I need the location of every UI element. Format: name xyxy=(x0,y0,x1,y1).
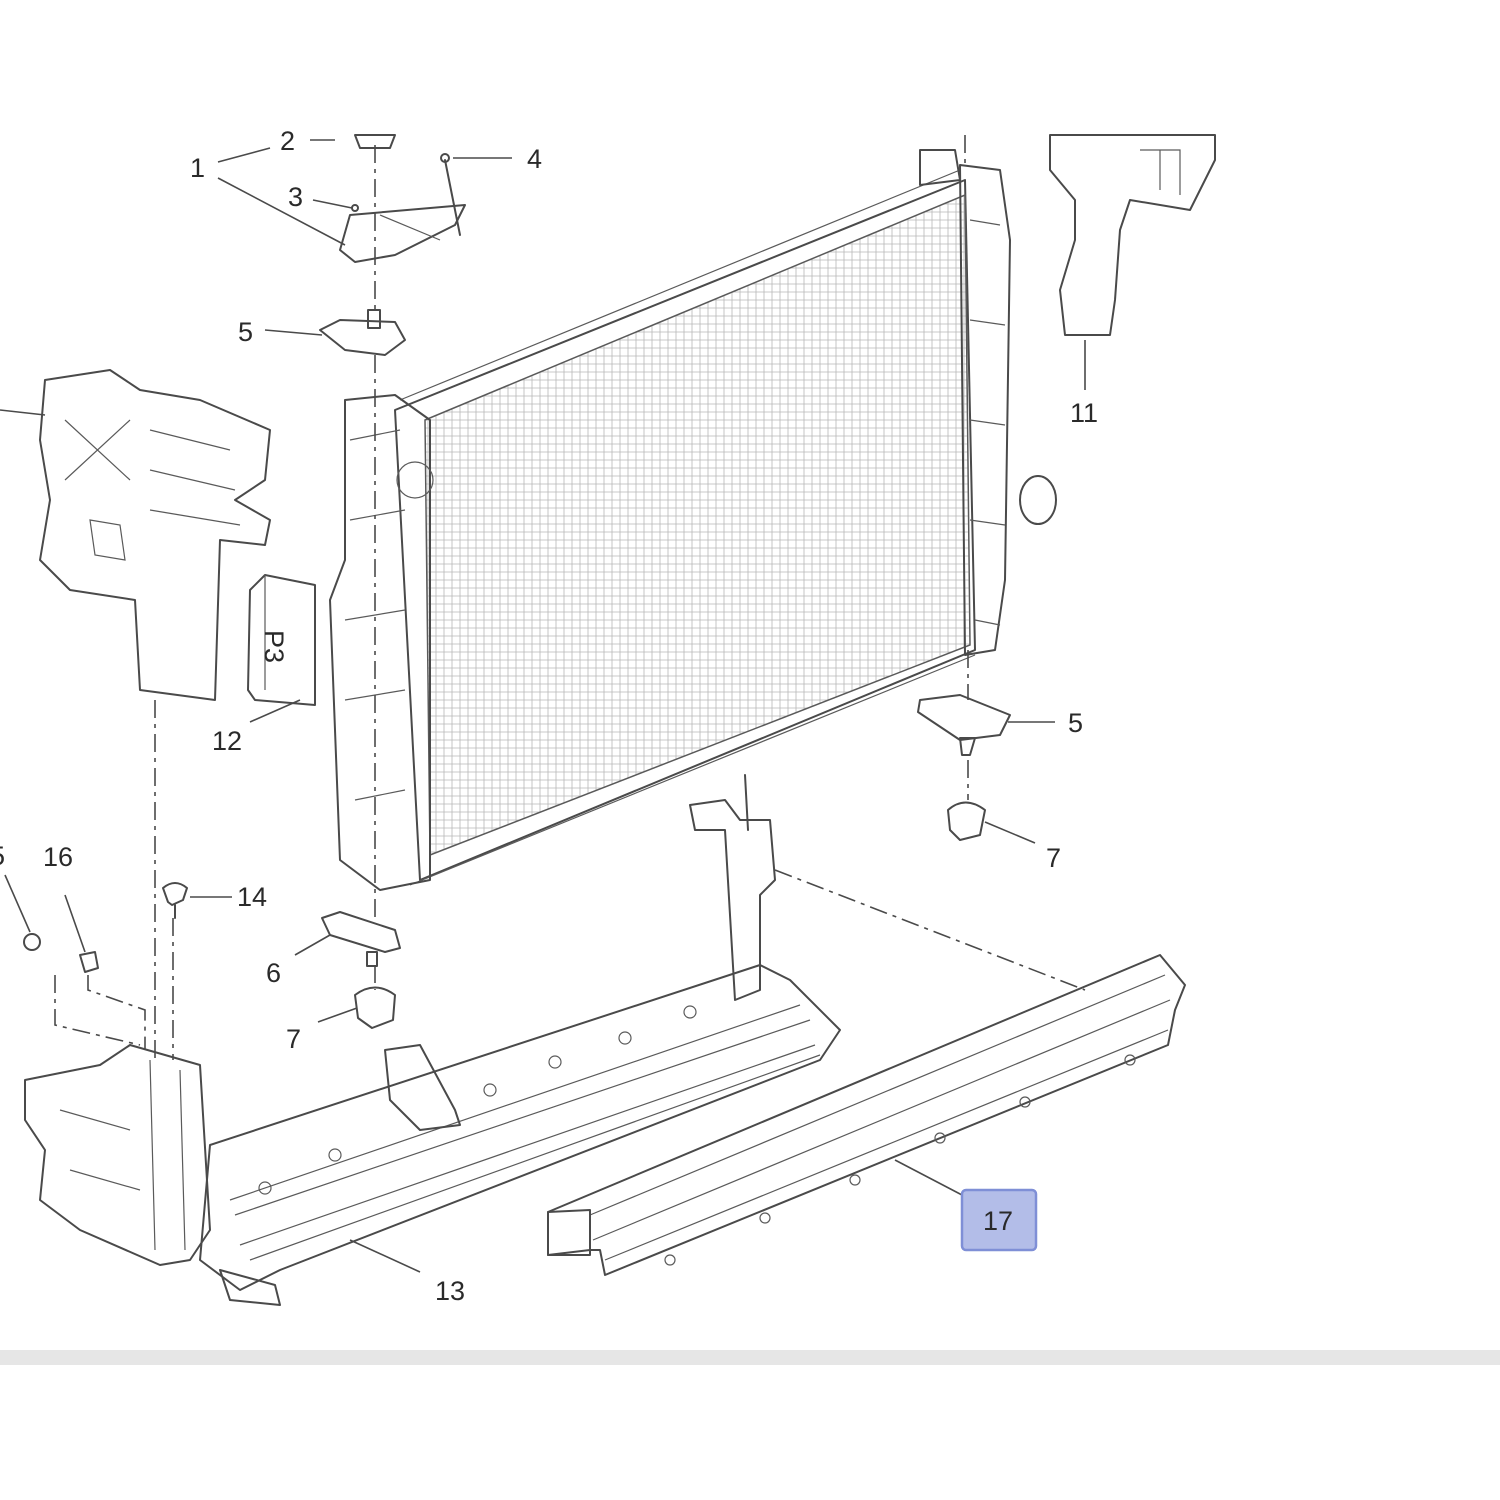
left-lower-mount xyxy=(321,911,401,1029)
alignment-lines xyxy=(54,135,1086,1060)
callout-12[interactable]: 12 xyxy=(212,726,242,756)
lower-air-deflector-17 xyxy=(547,954,1186,1276)
module-stamp: P3 xyxy=(259,630,289,663)
callout-17-highlight[interactable] xyxy=(960,1188,1038,1252)
callout-11[interactable]: 11 xyxy=(1070,398,1098,428)
callout-17[interactable]: 17 xyxy=(983,1206,1013,1236)
callout-1[interactable]: 1 xyxy=(190,153,205,183)
right-air-deflector xyxy=(1049,134,1216,336)
callout-3[interactable]: 3 xyxy=(288,182,303,212)
top-mount-assembly xyxy=(319,134,466,356)
callout-6[interactable]: 6 xyxy=(266,958,281,988)
callout-7-right[interactable]: 7 xyxy=(1046,843,1061,873)
lower-tie-bar xyxy=(24,774,841,1306)
leader-lines xyxy=(4,139,1086,1273)
fasteners xyxy=(23,882,188,973)
left-baffle-assembly xyxy=(0,369,271,701)
right-lower-mount xyxy=(917,694,1011,841)
bottom-divider xyxy=(0,1350,1500,1365)
callout-13[interactable]: 13 xyxy=(435,1276,465,1306)
callout-5-top[interactable]: 5 xyxy=(238,317,253,347)
callout-2[interactable]: 2 xyxy=(280,126,295,156)
callout-14[interactable]: 14 xyxy=(237,882,267,912)
callout-5-right[interactable]: 5 xyxy=(1068,708,1083,738)
callout-4[interactable]: 4 xyxy=(527,144,542,174)
radiator xyxy=(329,149,1057,891)
module-12: P3 xyxy=(247,574,316,706)
callout-labels: 1 2 3 4 5 5 6 7 7 11 12 13 14 5 16 17 xyxy=(0,126,1098,1306)
callout-7-left[interactable]: 7 xyxy=(286,1024,301,1054)
callout-15-partial[interactable]: 5 xyxy=(0,841,5,871)
callout-16[interactable]: 16 xyxy=(43,842,73,872)
